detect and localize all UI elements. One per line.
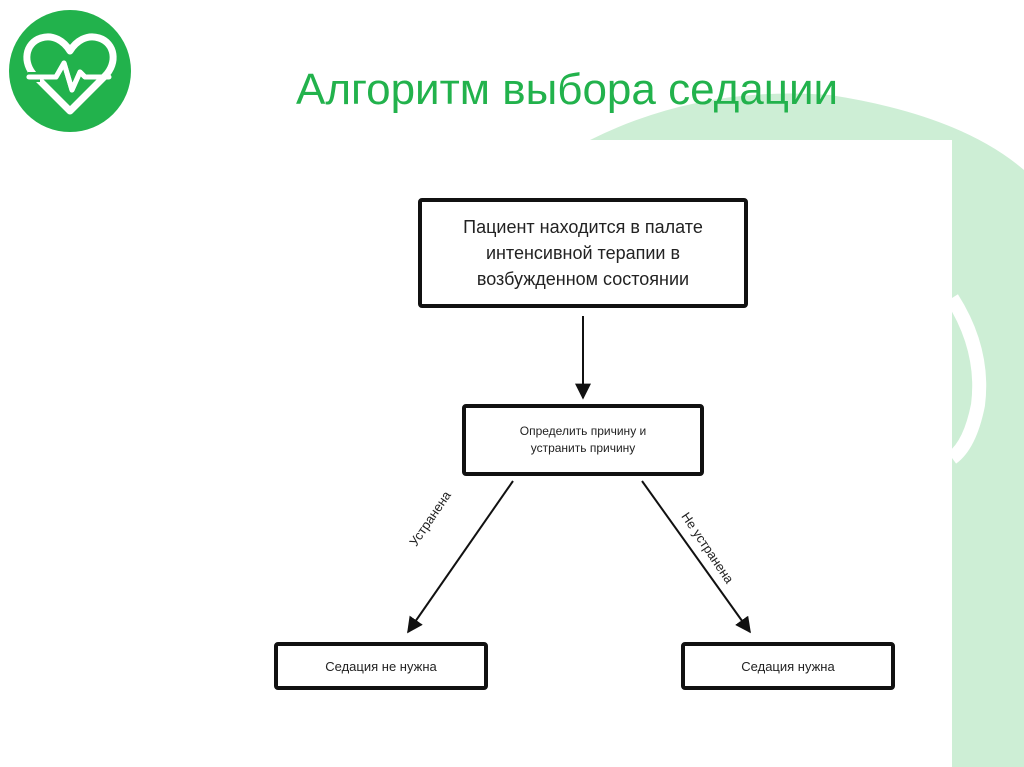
start-node: Пациент находится в палате интенсивной т… — [418, 198, 748, 308]
no-sedation-node: Седация не нужна — [274, 642, 488, 690]
heart-pulse-icon — [23, 33, 117, 115]
arrow-action-to-no-sedation — [407, 480, 514, 634]
arrow-action-to-sedation — [641, 480, 751, 634]
start-node-text: Пациент находится в палате интенсивной т… — [463, 217, 703, 289]
page-title: Алгоритм выбора седации — [296, 65, 839, 114]
sedation-node-text: Седация нужна — [741, 658, 835, 674]
no-sedation-node-text: Седация не нужна — [325, 658, 437, 674]
action-node: Определить причину и устранить причину — [462, 404, 704, 476]
action-node-text: Определить причину и устранить причину — [519, 424, 647, 455]
logo — [9, 10, 131, 132]
sedation-node: Седация нужна — [681, 642, 895, 690]
